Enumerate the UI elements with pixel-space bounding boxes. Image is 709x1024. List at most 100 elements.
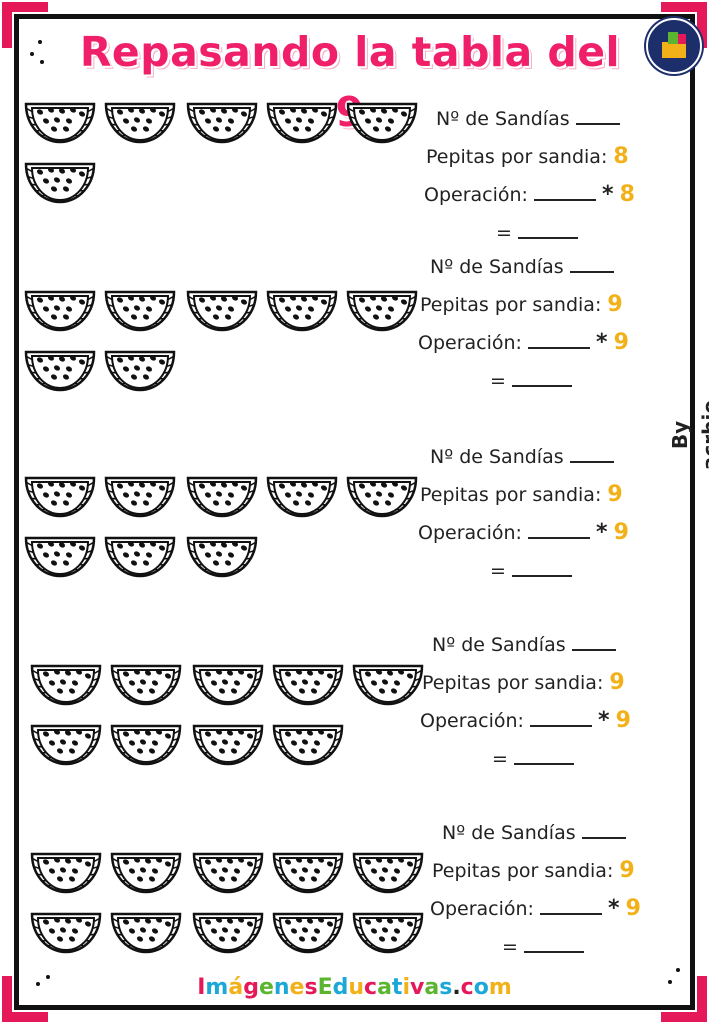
footer-letter: I xyxy=(197,975,206,1000)
watermelon-icon xyxy=(186,288,258,332)
watermelon-icon xyxy=(186,100,258,144)
watermelon-icon xyxy=(266,474,338,518)
footer-letter: a xyxy=(377,975,392,1000)
seeds-number: 9 xyxy=(607,292,623,317)
footer-letter: c xyxy=(460,975,474,1000)
watermelon-icon xyxy=(24,288,96,332)
operation-answer-blank[interactable] xyxy=(534,185,596,201)
author-credit: By acrbio xyxy=(668,399,709,471)
watermelon-icon xyxy=(30,662,102,706)
corner-bottom-right xyxy=(661,976,707,1022)
pepitas-label: Pepitas por sandia: xyxy=(420,294,602,316)
footer-letter: m xyxy=(205,975,229,1000)
footer-letter: á xyxy=(228,975,244,1000)
seeds-number: 9 xyxy=(607,482,623,507)
sandias-label: Nº de Sandías xyxy=(432,634,566,656)
sandias-label: Nº de Sandías xyxy=(436,108,570,130)
equals-sign: = xyxy=(502,936,518,958)
watermelon-icon xyxy=(24,474,96,518)
watermelon-icon xyxy=(346,474,418,518)
watermelon-icon xyxy=(352,910,424,954)
result-answer-blank[interactable] xyxy=(511,371,572,387)
operation-answer-blank[interactable] xyxy=(528,333,590,349)
page-title: Repasando la tabla del 9 xyxy=(79,28,621,136)
footer-letter: i xyxy=(402,975,410,1000)
logo-icon xyxy=(646,18,702,74)
operation-answer-blank[interactable] xyxy=(528,523,590,539)
corner-top-right xyxy=(661,2,707,48)
operacion-label: Operación: xyxy=(418,332,522,354)
sandias-answer-blank[interactable] xyxy=(575,109,620,125)
footer-letter: . xyxy=(452,975,461,1000)
watermelon-icon xyxy=(104,348,176,392)
watermelon-icon xyxy=(192,850,264,894)
watermelon-icon xyxy=(266,288,338,332)
result-answer-blank[interactable] xyxy=(513,749,574,765)
watermelon-icon xyxy=(104,100,176,144)
footer-letter: m xyxy=(488,975,512,1000)
watermelon-icon xyxy=(30,722,102,766)
footer-letter: a xyxy=(424,975,440,1000)
multiplier-number: 9 xyxy=(615,708,631,733)
watermelon-icon xyxy=(110,722,182,766)
result-answer-blank[interactable] xyxy=(523,937,584,953)
watermelon-icon xyxy=(104,474,176,518)
operation-answer-blank[interactable] xyxy=(540,899,602,915)
pepitas-label: Pepitas por sandia: xyxy=(426,146,608,168)
multiply-sign: * xyxy=(602,182,614,207)
corner-bottom-left xyxy=(2,976,48,1022)
watermelon-icon xyxy=(346,288,418,332)
multiply-sign: * xyxy=(596,330,608,355)
page-frame xyxy=(14,14,695,1010)
footer-letter: e xyxy=(289,975,305,1000)
sandias-label: Nº de Sandías xyxy=(430,256,564,278)
footer-letter: o xyxy=(473,975,489,1000)
watermelon-icon xyxy=(266,100,338,144)
watermelon-icon xyxy=(346,100,418,144)
sandias-answer-blank[interactable] xyxy=(581,823,626,839)
watermelon-icon xyxy=(104,534,176,578)
watermelon-icon xyxy=(192,910,264,954)
multiplier-number: 9 xyxy=(613,520,629,545)
equals-sign: = xyxy=(490,370,506,392)
watermelon-icon xyxy=(352,850,424,894)
multiplier-number: 9 xyxy=(613,330,629,355)
equals-sign: = xyxy=(496,222,512,244)
equals-sign: = xyxy=(492,748,508,770)
watermelon-icon xyxy=(110,850,182,894)
watermelon-icon xyxy=(192,662,264,706)
footer-letter: d xyxy=(332,975,349,1000)
sandias-label: Nº de Sandías xyxy=(442,822,576,844)
watermelon-icon xyxy=(24,534,96,578)
watermelon-icon xyxy=(186,534,258,578)
sandias-answer-blank[interactable] xyxy=(571,635,616,651)
sandias-answer-blank[interactable] xyxy=(569,257,614,273)
operacion-label: Operación: xyxy=(424,184,528,206)
watermelon-icon xyxy=(24,160,96,204)
watermelon-icon xyxy=(352,662,424,706)
result-answer-blank[interactable] xyxy=(517,223,578,239)
operacion-label: Operación: xyxy=(430,898,534,920)
footer-letter: v xyxy=(410,975,425,1000)
pepitas-label: Pepitas por sandia: xyxy=(420,484,602,506)
multiply-sign: * xyxy=(598,708,610,733)
footer-letter: s xyxy=(304,975,318,1000)
watermelon-icon xyxy=(104,288,176,332)
operation-answer-blank[interactable] xyxy=(530,711,592,727)
corner-top-left xyxy=(2,2,48,48)
watermelon-icon xyxy=(24,100,96,144)
watermelon-icon xyxy=(272,722,344,766)
result-answer-blank[interactable] xyxy=(511,561,572,577)
footer-letter: e xyxy=(258,975,274,1000)
footer-letter: s xyxy=(439,975,453,1000)
seeds-number: 9 xyxy=(609,670,625,695)
footer-letter: g xyxy=(243,975,259,1000)
watermelon-icon xyxy=(24,348,96,392)
sandias-answer-blank[interactable] xyxy=(569,447,614,463)
watermelon-icon xyxy=(192,722,264,766)
seeds-number: 9 xyxy=(619,858,635,883)
watermelon-icon xyxy=(30,850,102,894)
watermelon-icon xyxy=(272,850,344,894)
multiplier-number: 8 xyxy=(619,182,635,207)
watermelon-icon xyxy=(30,910,102,954)
